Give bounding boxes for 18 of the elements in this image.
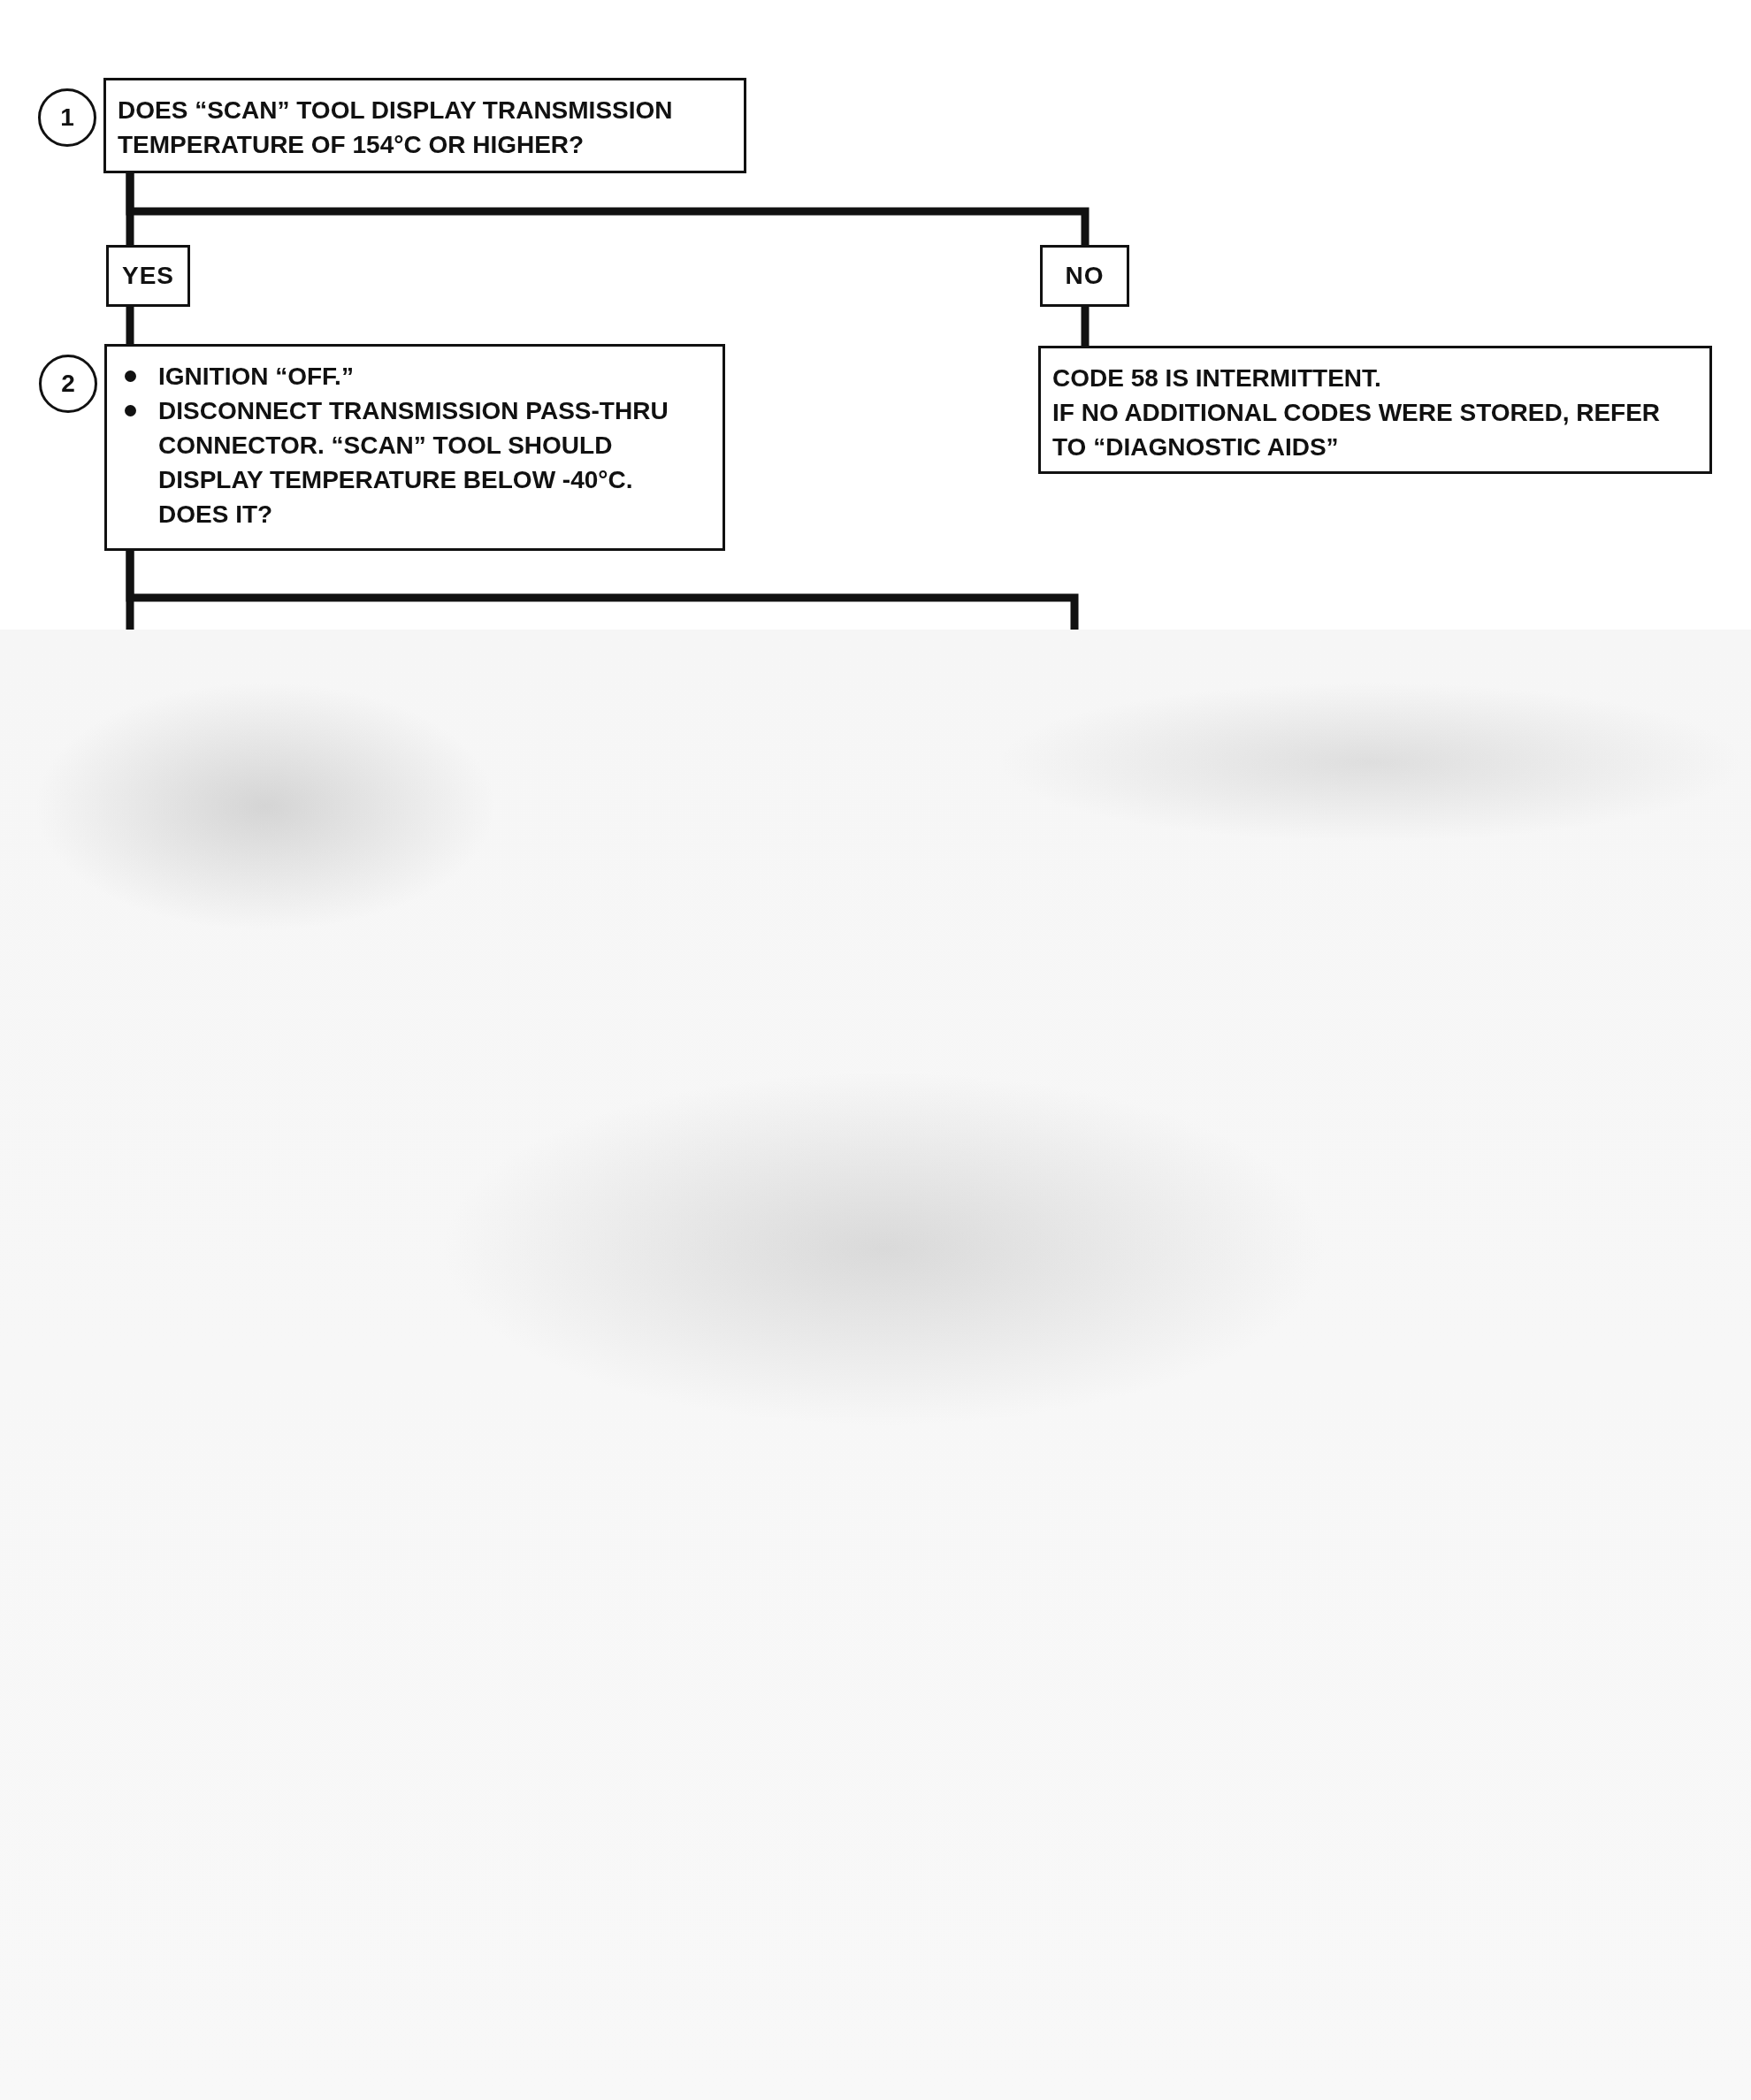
- branch-box: [1040, 245, 1129, 307]
- step-box: [103, 78, 746, 173]
- connector-line: [1081, 307, 1090, 346]
- step-box: [104, 344, 725, 551]
- connector-line: [126, 173, 1090, 245]
- step-number: 2: [39, 355, 97, 413]
- step-number: 1: [38, 88, 96, 147]
- connector-line: [126, 551, 1079, 630]
- branch-text: YES: [122, 261, 174, 291]
- connector-line: [126, 307, 134, 344]
- step-text: IF NO ADDITIONAL CODES WERE STORED, REFER TO “DIAGNOSTIC AIDS”: [1052, 398, 1662, 462]
- step-text: DOES “SCAN” TOOL DISPLAY TRANSMISSION TEMPERATURE OF 154°C OR HIGHER?: [118, 95, 674, 160]
- branch-box: [106, 245, 190, 307]
- branch-text: NO: [1065, 261, 1105, 291]
- step-text: DISCONNECT TRANSMISSION PASS-THRU CONNECTOR. “SCAN” TOOL SHOULD DISPLAY TEMPERATURE BELOW -40°C. DOES IT?: [158, 396, 669, 530]
- step-text: IGNITION “OFF.”: [158, 362, 354, 392]
- step-text: CODE 58 IS INTERMITTENT.: [1052, 363, 1382, 393]
- step-box: [1038, 346, 1712, 474]
